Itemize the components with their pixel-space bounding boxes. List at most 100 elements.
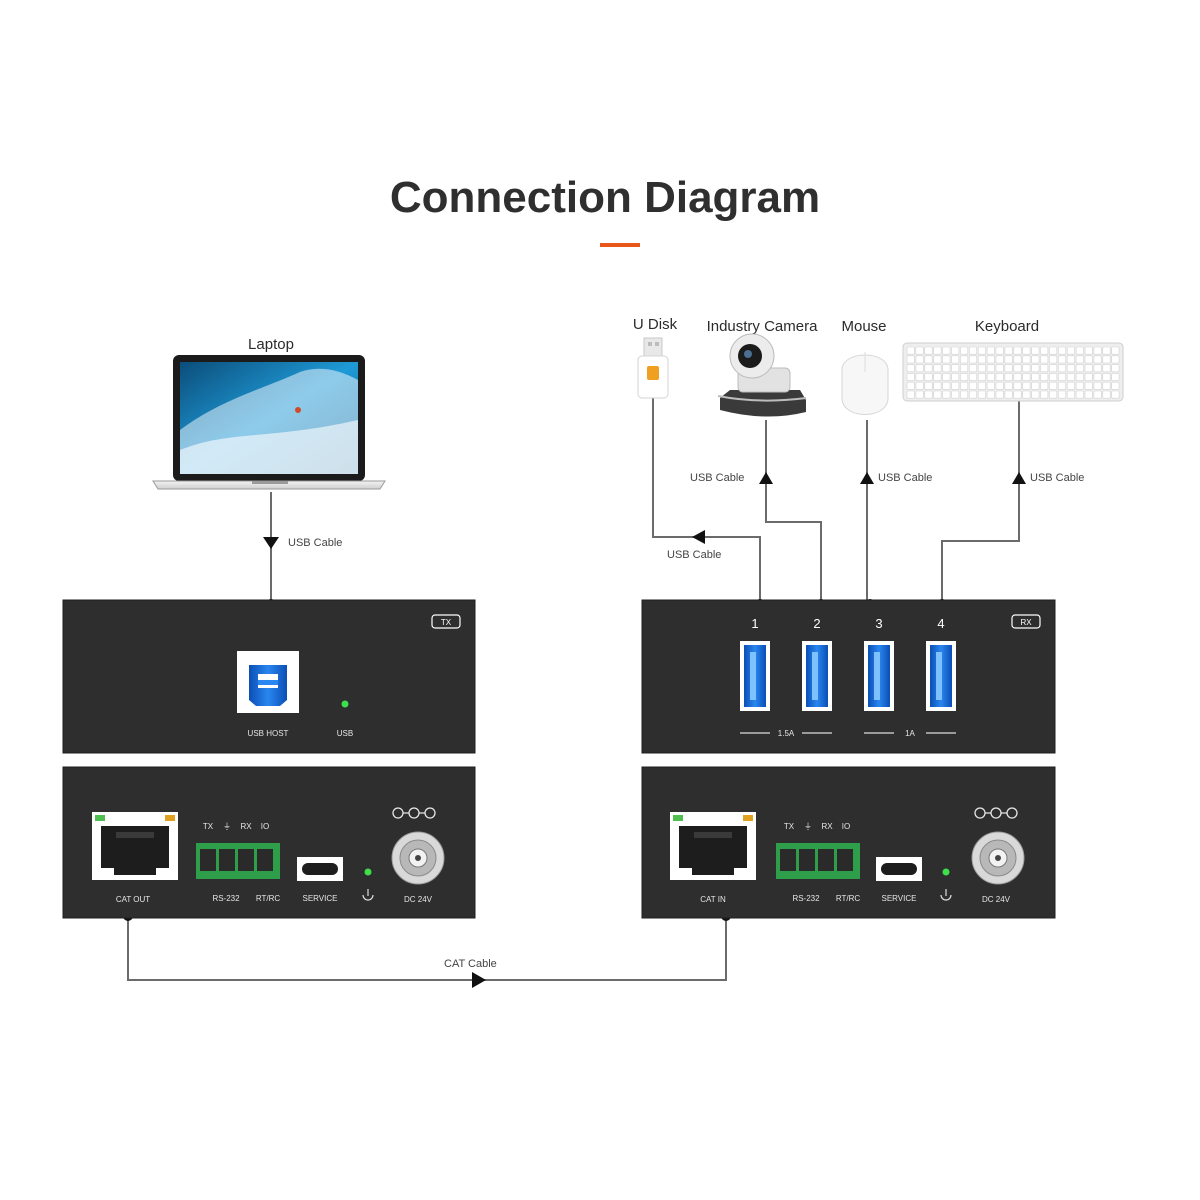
- rx-pin-2: RX: [821, 822, 833, 831]
- keyboard-key: [933, 390, 942, 399]
- keyboard-key: [924, 346, 933, 355]
- keyboard-key: [995, 373, 1004, 381]
- keyboard-key: [942, 346, 951, 355]
- keyboard-key: [977, 346, 986, 355]
- udisk-usb-wire: [652, 398, 761, 604]
- keyboard-key: [1013, 373, 1022, 381]
- keyboard-key: [968, 373, 977, 381]
- rx-group-b-label: 1A: [905, 729, 915, 738]
- keyboard-key: [906, 364, 915, 373]
- keyboard-key: [1102, 390, 1111, 399]
- rx-port-num-4: 4: [937, 616, 944, 631]
- keyboard-key: [933, 373, 942, 381]
- keyboard-key: [1058, 390, 1067, 399]
- keyboard-key: [960, 381, 969, 390]
- camera-usb-wire: [765, 420, 822, 604]
- usb-a-port-4-icon[interactable]: [926, 641, 956, 711]
- arrows: [263, 472, 1026, 988]
- udisk-icon: [637, 337, 669, 399]
- usb-led-icon: [341, 700, 349, 708]
- tx-service-port-icon[interactable]: [297, 857, 343, 881]
- mouse-label: Mouse: [841, 318, 886, 335]
- keyboard-key: [995, 390, 1004, 399]
- keyboard-key: [906, 373, 915, 381]
- keyboard-key: [1022, 346, 1031, 355]
- keyboard-key: [1066, 390, 1075, 399]
- keyboard-key: [951, 355, 960, 364]
- keyboard-key: [933, 355, 942, 364]
- tx-dc-jack-icon[interactable]: [391, 831, 445, 885]
- keyboard-key: [1111, 346, 1120, 355]
- keyboard-key: [1093, 346, 1102, 355]
- keyboard-arrow-up-icon: [1012, 472, 1026, 484]
- keyboard-key: [933, 346, 942, 355]
- keyboard-key: [1084, 364, 1093, 373]
- keyboard-key: [1022, 373, 1031, 381]
- keyboard-key: [960, 346, 969, 355]
- rx-dc-jack-icon[interactable]: [971, 831, 1025, 885]
- rx-pin-1: ⏚: [804, 822, 812, 831]
- keyboard-key: [1031, 355, 1040, 364]
- keyboard-key: [942, 355, 951, 364]
- keyboard-usb-wire: [941, 400, 1020, 604]
- keyboard-key: [986, 364, 995, 373]
- tx-terminal-block-icon[interactable]: [196, 843, 280, 879]
- usb-b-port-icon[interactable]: [237, 651, 299, 713]
- keyboard-key: [1111, 364, 1120, 373]
- rx-pin-3: IO: [842, 822, 850, 831]
- keyboard-key: [977, 355, 986, 364]
- keyboard-label: Keyboard: [975, 318, 1039, 335]
- laptop-icon: [152, 355, 386, 490]
- usb-a-port-2-icon[interactable]: [802, 641, 832, 711]
- keyboard-key: [968, 390, 977, 399]
- keyboard-key: [1093, 390, 1102, 399]
- rx-rtrc-label: RT/RC: [836, 894, 861, 903]
- tx-pin-2: RX: [240, 822, 252, 831]
- keyboard-key: [1102, 355, 1111, 364]
- keyboard-key: [942, 364, 951, 373]
- keyboard-key: [1031, 381, 1040, 390]
- tx-rtrc-label: RT/RC: [256, 894, 281, 903]
- usb-a-port-3-icon[interactable]: [864, 641, 894, 711]
- cat-in-port-icon[interactable]: [670, 812, 756, 880]
- keyboard-key: [1066, 355, 1075, 364]
- usb-a-port-1-icon[interactable]: [740, 641, 770, 711]
- keyboard-key: [977, 381, 986, 390]
- keyboard-key: [924, 390, 933, 399]
- keyboard-key: [942, 390, 951, 399]
- keyboard-key: [1093, 373, 1102, 381]
- laptop-arrow-down-icon: [263, 537, 279, 549]
- rx-power-icon: [940, 889, 952, 901]
- wires: [127, 398, 1020, 981]
- tx-pin-3: IO: [261, 822, 269, 831]
- camera-label: Industry Camera: [707, 318, 819, 335]
- rx-terminal-block-icon[interactable]: [776, 843, 860, 879]
- keyboard-key: [1102, 373, 1111, 381]
- keyboard-key: [1031, 364, 1040, 373]
- keyboard-key: [960, 390, 969, 399]
- keyboard-key: [986, 390, 995, 399]
- keyboard-key: [1022, 355, 1031, 364]
- tx-power-led-icon: [364, 868, 372, 876]
- keyboard-key: [1058, 381, 1067, 390]
- keyboard-key: [1075, 364, 1084, 373]
- keyboard-key: [1040, 390, 1049, 399]
- mouse-cable-label: USB Cable: [878, 472, 932, 484]
- keyboard-key: [977, 373, 986, 381]
- tx-power-icon: [362, 889, 374, 901]
- keyboard-key: [960, 355, 969, 364]
- rx-service-port-icon[interactable]: [876, 857, 922, 881]
- keyboard-key: [1084, 346, 1093, 355]
- keyboard-key: [1004, 390, 1013, 399]
- keyboard-key: [951, 381, 960, 390]
- keyboard-key: [1040, 364, 1049, 373]
- rx-service-label: SERVICE: [882, 894, 917, 903]
- keyboard-key: [995, 364, 1004, 373]
- keyboard-key: [1066, 373, 1075, 381]
- keyboard-key: [968, 364, 977, 373]
- keyboard-icon: [902, 342, 1124, 402]
- keyboard-key: [1031, 390, 1040, 399]
- page-title: Connection Diagram: [390, 173, 820, 222]
- keyboard-key: [960, 364, 969, 373]
- cat-out-port-icon[interactable]: [92, 812, 178, 880]
